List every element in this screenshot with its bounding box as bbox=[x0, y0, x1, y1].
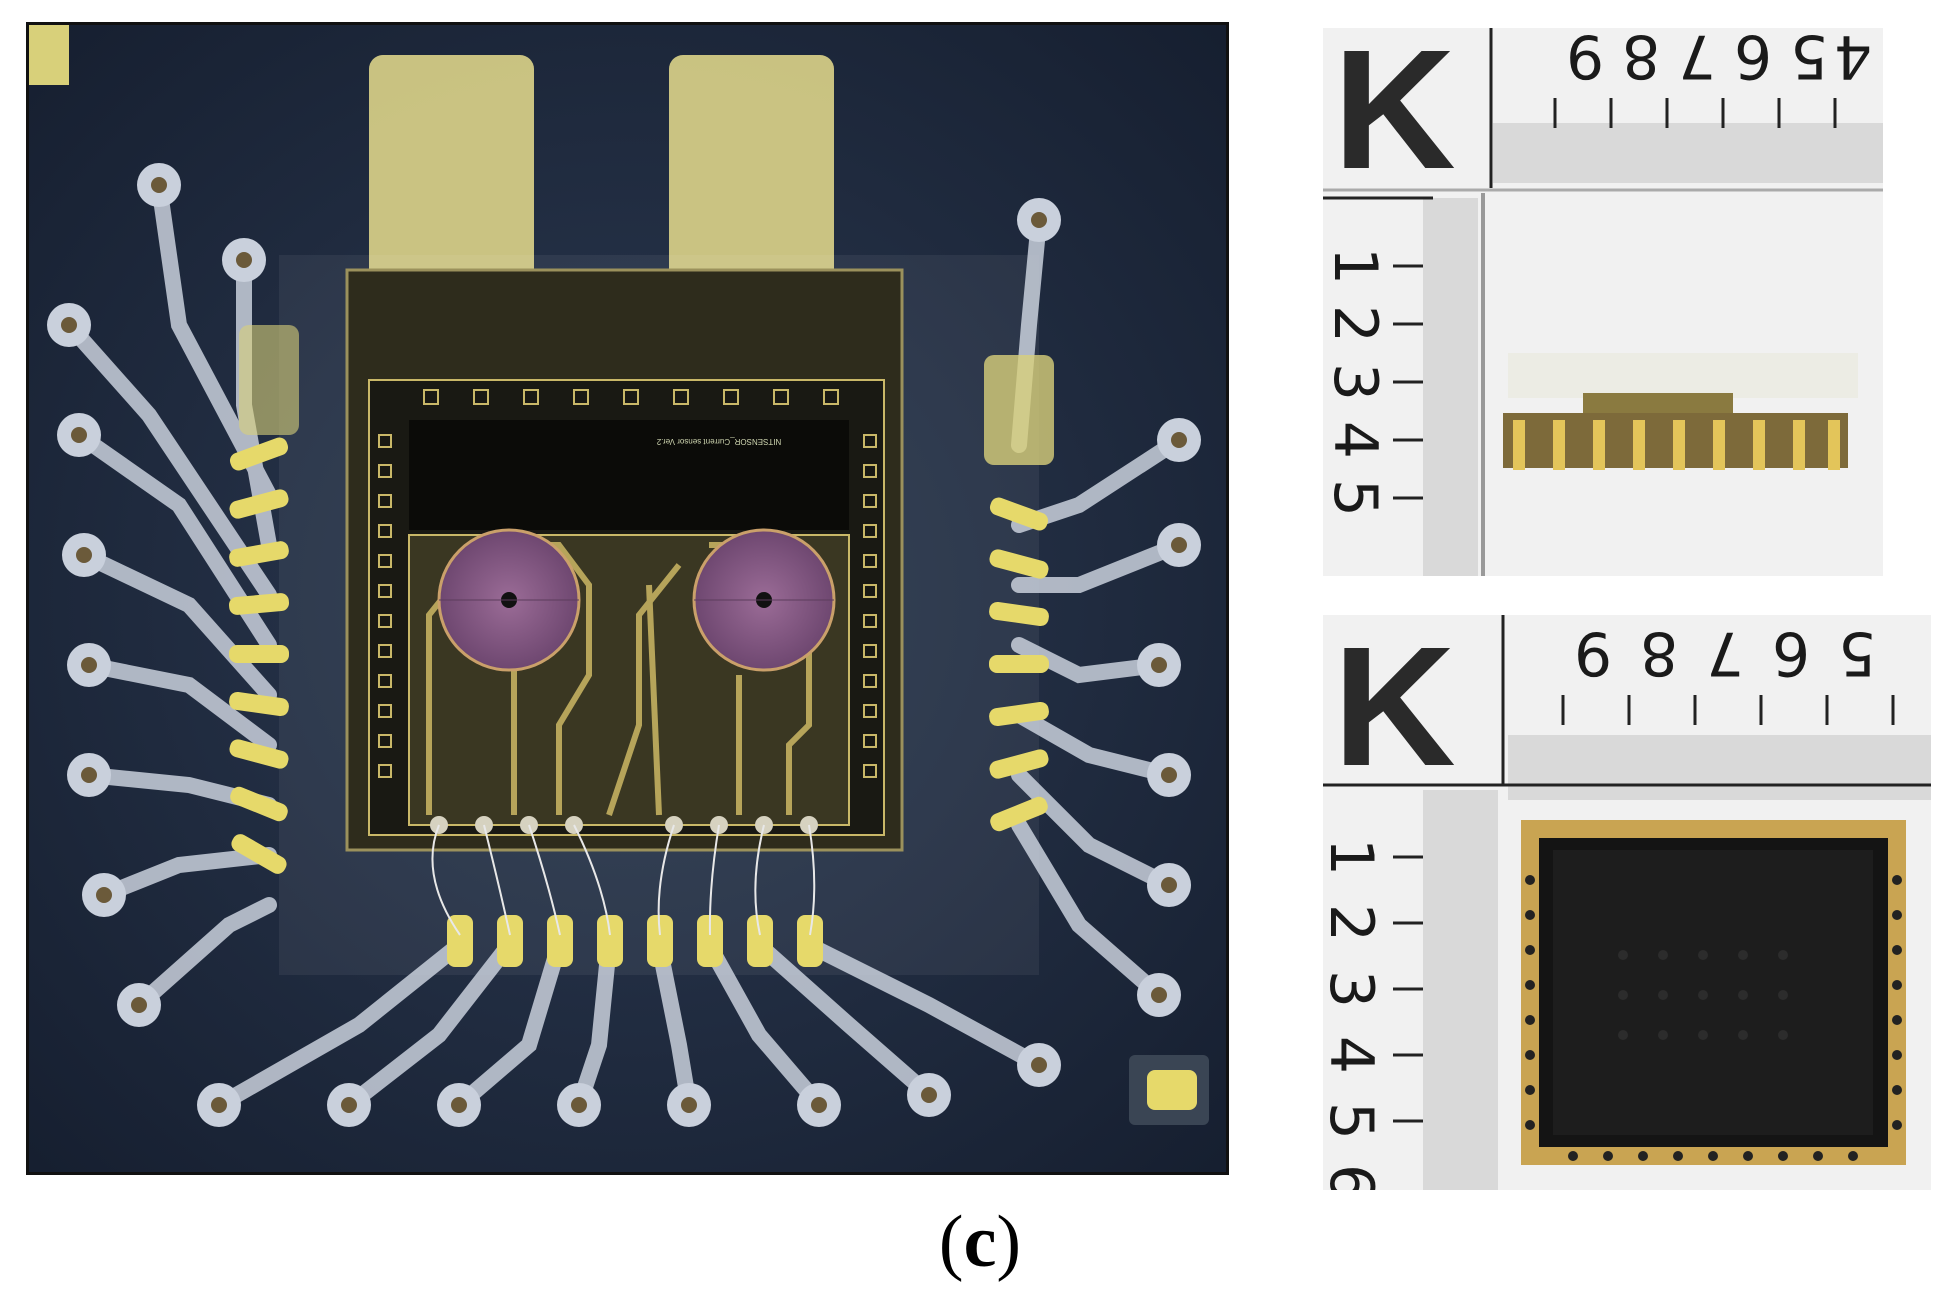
caption-close-paren: ) bbox=[996, 1201, 1022, 1283]
ruler-digit: 6 bbox=[1772, 618, 1810, 688]
ruler-digit: 4 bbox=[1834, 28, 1872, 91]
ruler-digit: 8 bbox=[1640, 618, 1678, 688]
ruler-digit: 2 bbox=[1323, 904, 1386, 942]
chip-micrograph: NITSENSOR_Current sensor Ver.2 bbox=[29, 25, 1226, 1172]
bottom-traces bbox=[211, 937, 1047, 1113]
side-view-with-ruler: K 9 8 7 6 5 4 1 2 3 4 5 bbox=[1323, 28, 1883, 576]
ruler-digit: 3 bbox=[1323, 363, 1390, 401]
ruler-digit: 4 bbox=[1323, 1036, 1386, 1074]
ruler-digit: 8 bbox=[1622, 28, 1660, 91]
left-bond-fingers bbox=[228, 437, 290, 874]
ruler-digit: 6 bbox=[1734, 28, 1772, 91]
figure-caption: (c) bbox=[920, 1200, 1040, 1285]
caption-letter: c bbox=[963, 1201, 997, 1283]
package-side-view bbox=[1503, 353, 1858, 470]
ruler-digit: 5 bbox=[1790, 28, 1828, 91]
ruler-digit: 1 bbox=[1323, 838, 1386, 876]
ruler-left-digits: 1 2 3 4 5 6 bbox=[1323, 838, 1386, 1190]
right-bond-fingers bbox=[989, 497, 1049, 832]
ruler-left-digits: 1 2 3 4 5 bbox=[1323, 247, 1390, 517]
ruler-top-digits: 9 8 7 6 5 bbox=[1574, 618, 1876, 688]
ruler-digit: 5 bbox=[1323, 1102, 1386, 1140]
ruler-digit: 1 bbox=[1323, 247, 1390, 285]
ruler-digit: 6 bbox=[1323, 1164, 1386, 1190]
ruler-top-digits: 9 8 7 6 5 4 bbox=[1566, 28, 1872, 91]
ruler-digit: 5 bbox=[1838, 618, 1876, 688]
ruler-k-mark: K bbox=[1333, 28, 1456, 205]
sensor-die: NITSENSOR_Current sensor Ver.2 bbox=[345, 268, 904, 852]
ruler-k-mark: K bbox=[1333, 615, 1456, 802]
ruler-digit: 5 bbox=[1323, 479, 1390, 517]
top-pad-right bbox=[669, 55, 834, 285]
ruler-digit: 3 bbox=[1323, 970, 1386, 1008]
package-top-view bbox=[1521, 820, 1906, 1165]
bond-wires bbox=[431, 824, 816, 936]
ruler-digit: 7 bbox=[1706, 618, 1744, 688]
ruler-digit: 2 bbox=[1323, 305, 1390, 343]
top-view-with-ruler: K 9 8 7 6 5 1 2 3 4 5 6 bbox=[1323, 615, 1931, 1190]
ruler-digit: 9 bbox=[1574, 618, 1612, 688]
caption-open-paren: ( bbox=[938, 1201, 964, 1283]
ruler-digit: 9 bbox=[1566, 28, 1604, 91]
top-pad-left bbox=[369, 55, 534, 285]
ruler-digit: 4 bbox=[1323, 421, 1390, 459]
bottom-bond-fingers bbox=[447, 915, 823, 967]
ruler-digit: 7 bbox=[1678, 28, 1716, 91]
top-view-photo: K 9 8 7 6 5 1 2 3 4 5 6 bbox=[1323, 615, 1931, 1190]
chip-label: NITSENSOR_Current sensor Ver.2 bbox=[656, 437, 781, 446]
side-view-photo: K 9 8 7 6 5 4 1 2 3 4 5 bbox=[1323, 28, 1883, 576]
micrograph-panel: NITSENSOR_Current sensor Ver.2 bbox=[26, 22, 1229, 1175]
right-traces bbox=[1011, 212, 1187, 1003]
